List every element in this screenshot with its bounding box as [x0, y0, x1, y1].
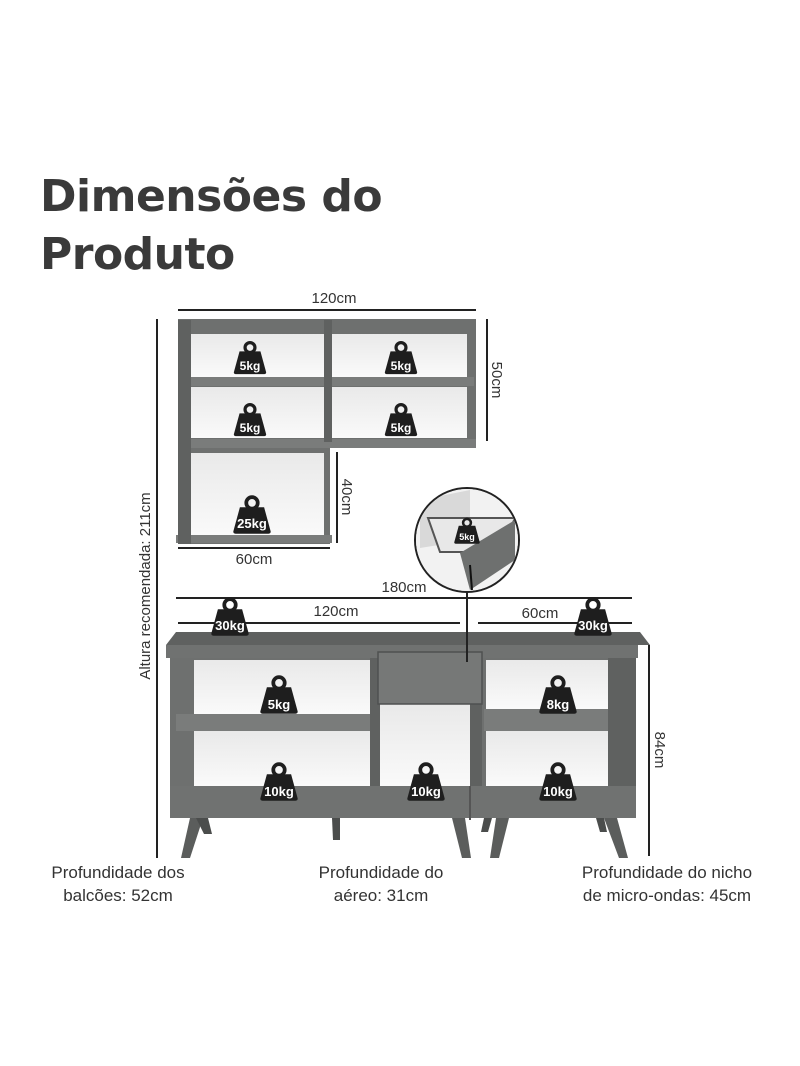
niche-height-label: 40cm: [338, 479, 355, 516]
total-height-label: Altura recomendada: 211cm: [137, 492, 154, 679]
weight-icon-base-right-top: 8kg: [537, 675, 579, 715]
weight-icon-top-right: 30kg: [572, 597, 614, 637]
weight-icon-drawer: 5kg: [452, 517, 482, 545]
caption-upper-depth-line-2: aéreo: 31cm: [333, 886, 429, 905]
base-cabinet: [166, 632, 650, 858]
caption-upper-depth-line-1: Profundidade do: [318, 863, 444, 882]
weight-icon-upper-2: 5kg: [383, 340, 419, 376]
weight-icon-base-mid-bottom: 10kg: [405, 762, 447, 802]
base-width-label: 180cm: [381, 579, 426, 596]
weight-label-top-left: 30kg: [215, 618, 245, 633]
weight-icon-niche: 25kg: [231, 495, 273, 535]
weight-icon-base-left-top: 5kg: [258, 675, 300, 715]
upper-width-label: 120cm: [311, 290, 356, 307]
niche-width-label: 60cm: [236, 551, 273, 568]
weight-label-upper-1: 5kg: [240, 359, 261, 373]
weight-label-niche: 25kg: [237, 516, 267, 531]
weight-label-upper-3: 5kg: [240, 421, 261, 435]
caption-microwave-niche-depth-line-1: Profundidade do nicho: [581, 863, 753, 882]
caption-microwave-niche-depth-line-2: de micro-ondas: 45cm: [582, 886, 752, 905]
base-height-label: 84cm: [651, 732, 668, 769]
caption-microwave-niche-depth: Profundidade do nicho de micro-ondas: 45…: [562, 861, 772, 907]
weight-label-base-left-bottom: 10kg: [264, 784, 294, 799]
weight-icon-top-left: 30kg: [209, 597, 251, 637]
base-right-width-label: 60cm: [522, 605, 559, 622]
weight-label-upper-2: 5kg: [391, 359, 412, 373]
upper-height-label: 50cm: [488, 362, 505, 399]
weight-icon-base-right-bottom: 10kg: [537, 762, 579, 802]
weight-icon-upper-4: 5kg: [383, 402, 419, 438]
base-left-width-label: 120cm: [313, 603, 358, 620]
title-line-1: Dimensões do: [40, 171, 383, 222]
weight-label-top-right: 30kg: [578, 618, 608, 633]
weight-icon-upper-1: 5kg: [232, 340, 268, 376]
caption-upper-depth: Profundidade do aéreo: 31cm: [296, 861, 466, 907]
weight-icon-base-left-bottom: 10kg: [258, 762, 300, 802]
weight-label-base-right-top: 8kg: [547, 697, 569, 712]
weight-label-base-right-bottom: 10kg: [543, 784, 573, 799]
caption-counter-depth-line-2: balcões: 52cm: [63, 886, 173, 905]
weight-label-drawer: 5kg: [459, 532, 475, 542]
page-title: Dimensões do Produto: [40, 168, 383, 284]
caption-counter-depth-line-1: Profundidade dos: [51, 863, 185, 882]
weight-label-base-mid-bottom: 10kg: [411, 784, 441, 799]
caption-counter-depth: Profundidade dos balcões: 52cm: [28, 861, 208, 907]
title-line-2: Produto: [40, 229, 235, 280]
weight-label-upper-4: 5kg: [391, 421, 412, 435]
weight-icon-upper-3: 5kg: [232, 402, 268, 438]
weight-label-base-left-top: 5kg: [268, 697, 290, 712]
